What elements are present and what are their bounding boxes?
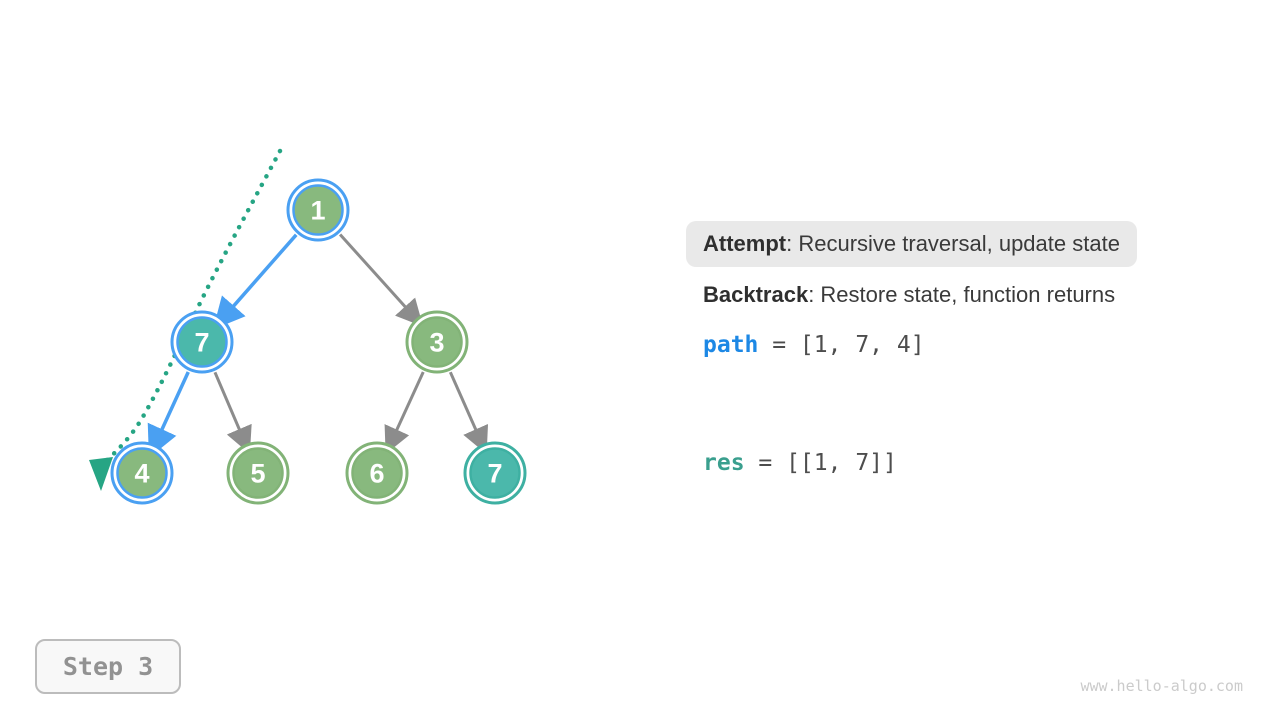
tree-node-1: 1 (286, 178, 350, 242)
tree-edge-3-6 (384, 371, 425, 455)
tree-node-value: 7 (487, 459, 502, 489)
path-value: = [1, 7, 4] (758, 332, 925, 358)
tree-node-7L: 7 (170, 310, 234, 374)
tree-node-4: 4 (110, 441, 174, 505)
tree-edge-1-3 (338, 233, 424, 327)
step-indicator: Step 3 (35, 639, 181, 694)
tree-node-3: 3 (405, 310, 469, 374)
tree-node-value: 1 (310, 196, 325, 226)
path-state-line: path = [1, 7, 4] (703, 332, 925, 358)
path-variable: path (703, 332, 759, 358)
tree-node-value: 6 (369, 459, 384, 489)
res-state-line: res = [[1, 7]] (703, 450, 897, 476)
tree-node-value: 3 (429, 328, 444, 358)
backtrack-legend: Backtrack: Restore state, function retur… (703, 282, 1115, 308)
tree-node-value: 4 (134, 459, 149, 489)
tree-node-7R: 7 (463, 441, 527, 505)
traversal-trace-dotted-path (102, 148, 283, 465)
tree-node-5: 5 (226, 441, 290, 505)
res-variable: res (703, 450, 745, 476)
step-label: Step 3 (62, 652, 154, 681)
tree-edge-7L-4 (147, 371, 190, 458)
attempt-desc: : Recursive traversal, update state (786, 231, 1120, 256)
tree-node-value: 7 (194, 328, 209, 358)
watermark-url: www.hello-algo.com (1080, 677, 1243, 695)
tree-edge-7L-5 (213, 371, 252, 454)
tree-edge-1-7L (212, 233, 298, 330)
res-value: = [[1, 7]] (744, 450, 897, 476)
attempt-legend: Attempt: Recursive traversal, update sta… (686, 221, 1137, 267)
tree-node-value: 5 (250, 459, 265, 489)
backtrack-desc: : Restore state, function returns (808, 282, 1116, 307)
tree-node-6: 6 (345, 441, 409, 505)
traversal-trace-arrowhead (89, 457, 113, 491)
binary-tree-diagram: 1 7 3 4 5 6 7 (89, 148, 527, 505)
tree-edge-3-7R (448, 371, 489, 455)
attempt-label: Attempt (703, 231, 787, 256)
backtrack-label: Backtrack (703, 282, 809, 307)
